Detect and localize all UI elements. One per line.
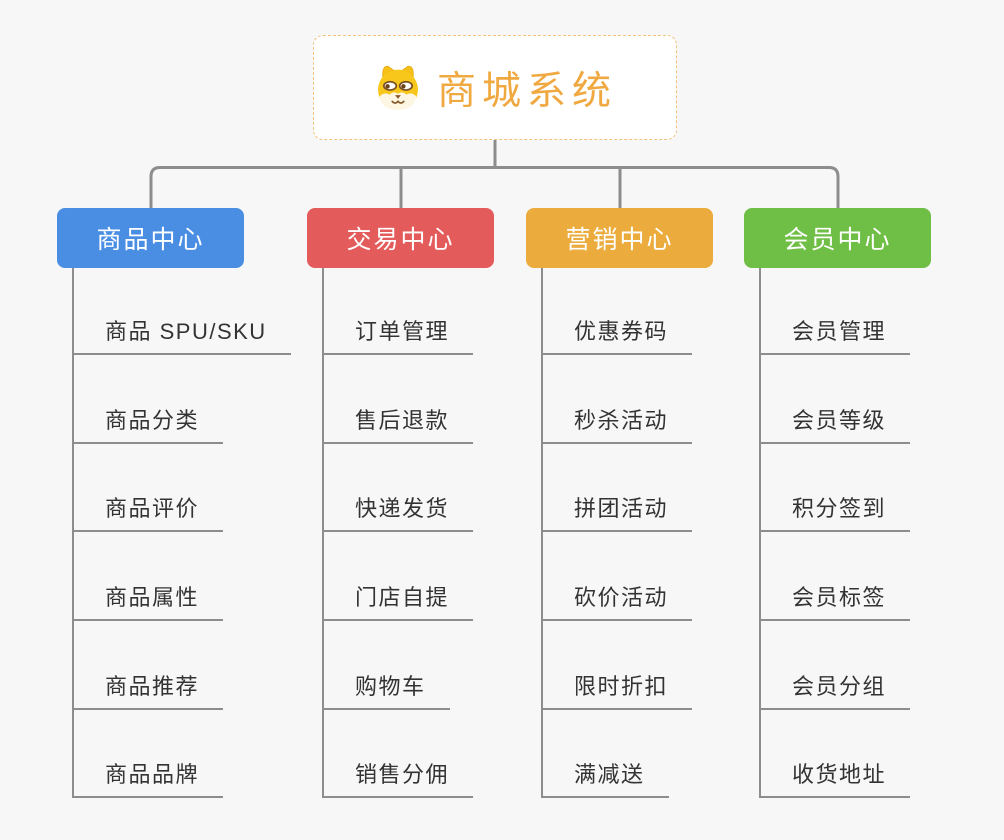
- sub-topic-node[interactable]: 订单管理: [322, 309, 474, 355]
- sub-topic-label: 限时折扣: [574, 673, 669, 699]
- sub-topic-node[interactable]: 满减送: [541, 752, 669, 798]
- branch-child-line: [541, 268, 543, 798]
- sub-topic-node[interactable]: 积分签到: [759, 486, 911, 532]
- sub-topic-node[interactable]: 限时折扣: [541, 664, 693, 710]
- branch-child-line: [72, 268, 74, 798]
- branch-node-0[interactable]: 商品中心: [57, 208, 244, 268]
- sub-topic-node[interactable]: 会员管理: [759, 309, 911, 355]
- sub-topic-node[interactable]: 会员标签: [759, 575, 911, 621]
- sub-topic-label: 销售分佣: [355, 761, 450, 787]
- sub-topic-node[interactable]: 快递发货: [322, 486, 474, 532]
- sub-topic-label: 积分签到: [792, 495, 887, 521]
- sub-topic-node[interactable]: 会员分组: [759, 664, 911, 710]
- sub-topic-label: 商品评价: [105, 495, 200, 521]
- dog-face-icon: [377, 65, 418, 110]
- sub-topic-node[interactable]: 拼团活动: [541, 486, 693, 532]
- root-title: 商城系统: [436, 69, 617, 113]
- sub-topic-label: 商品 SPU/SKU: [105, 318, 267, 344]
- sub-topic-label: 快递发货: [355, 495, 450, 521]
- sub-topic-node[interactable]: 购物车: [322, 664, 450, 710]
- root-node[interactable]: 商城系统: [313, 35, 677, 140]
- sub-topic-node[interactable]: 收货地址: [759, 752, 911, 798]
- sub-topic-label: 优惠券码: [574, 318, 669, 344]
- sub-topic-node[interactable]: 商品属性: [72, 575, 224, 621]
- sub-topic-label: 商品推荐: [105, 673, 200, 699]
- branch-node-3[interactable]: 会员中心: [744, 208, 931, 268]
- sub-topic-label: 会员标签: [792, 584, 887, 610]
- sub-topic-node[interactable]: 优惠券码: [541, 309, 693, 355]
- sub-topic-label: 收货地址: [792, 761, 887, 787]
- sub-topic-node[interactable]: 销售分佣: [322, 752, 474, 798]
- sub-topic-label: 商品属性: [105, 584, 200, 610]
- sub-topic-node[interactable]: 秒杀活动: [541, 398, 693, 444]
- sub-topic-label: 拼团活动: [574, 495, 669, 521]
- sub-topic-node[interactable]: 商品品牌: [72, 752, 224, 798]
- branch-node-1[interactable]: 交易中心: [307, 208, 494, 268]
- branch-child-line: [759, 268, 761, 798]
- sub-topic-node[interactable]: 砍价活动: [541, 575, 693, 621]
- branch-child-line: [322, 268, 324, 798]
- sub-topic-label: 会员分组: [792, 673, 887, 699]
- branch-node-2[interactable]: 营销中心: [526, 208, 713, 268]
- sub-topic-label: 秒杀活动: [574, 407, 669, 433]
- sub-topic-label: 门店自提: [355, 584, 450, 610]
- sub-topic-node[interactable]: 门店自提: [322, 575, 474, 621]
- sub-topic-node[interactable]: 商品推荐: [72, 664, 224, 710]
- sub-topic-label: 购物车: [355, 673, 426, 699]
- sub-topic-node[interactable]: 商品评价: [72, 486, 224, 532]
- sub-topic-label: 砍价活动: [574, 584, 669, 610]
- sub-topic-label: 会员等级: [792, 407, 887, 433]
- sub-topic-node[interactable]: 售后退款: [322, 398, 474, 444]
- sub-topic-node[interactable]: 商品 SPU/SKU: [72, 309, 291, 355]
- sub-topic-label: 商品品牌: [105, 761, 200, 787]
- sub-topic-node[interactable]: 会员等级: [759, 398, 911, 444]
- sub-topic-label: 商品分类: [105, 407, 200, 433]
- sub-topic-label: 订单管理: [355, 318, 450, 344]
- sub-topic-node[interactable]: 商品分类: [72, 398, 224, 444]
- sub-topic-label: 售后退款: [355, 407, 450, 433]
- sub-topic-label: 满减送: [574, 761, 645, 787]
- sub-topic-label: 会员管理: [792, 318, 887, 344]
